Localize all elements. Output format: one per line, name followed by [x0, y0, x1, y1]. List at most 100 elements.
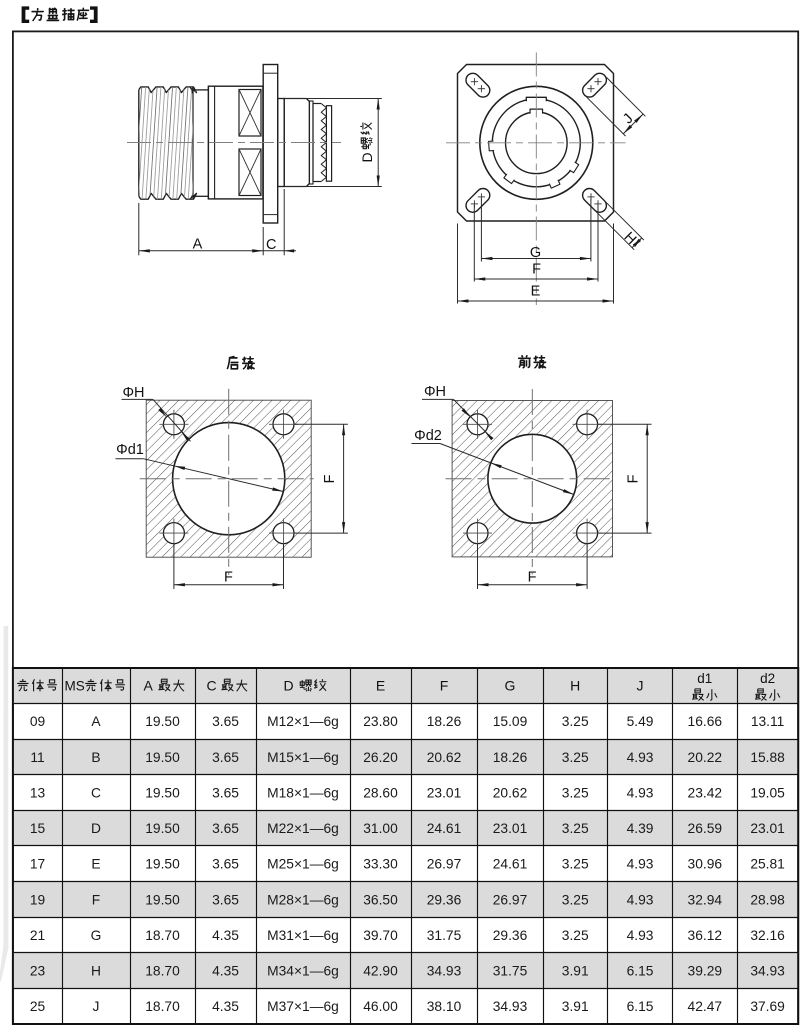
svg-text:19.50: 19.50	[145, 821, 180, 836]
svg-text:42.47: 42.47	[688, 999, 723, 1014]
svg-text:G: G	[530, 245, 541, 261]
svg-text:15: 15	[30, 821, 46, 836]
svg-text:D: D	[359, 152, 375, 162]
svg-text:3.65: 3.65	[212, 786, 239, 801]
svg-text:3.91: 3.91	[562, 999, 589, 1014]
svg-text:23.42: 23.42	[688, 786, 723, 801]
svg-text:13: 13	[30, 786, 46, 801]
svg-text:4.39: 4.39	[627, 821, 654, 836]
svg-text:19.05: 19.05	[750, 786, 785, 801]
svg-text:G: G	[505, 678, 516, 694]
svg-text:3.25: 3.25	[562, 857, 589, 872]
svg-text:C: C	[207, 678, 217, 694]
svg-text:A: A	[91, 714, 101, 729]
svg-text:6.15: 6.15	[627, 964, 654, 979]
svg-text:MS: MS	[65, 679, 85, 694]
svg-text:C: C	[91, 786, 101, 801]
svg-text:M31×1—6g: M31×1—6g	[267, 928, 339, 943]
svg-text:15.88: 15.88	[750, 750, 785, 765]
svg-text:3.25: 3.25	[562, 892, 589, 907]
svg-text:20.22: 20.22	[688, 750, 723, 765]
svg-text:34.93: 34.93	[750, 964, 785, 979]
svg-text:3.91: 3.91	[562, 964, 589, 979]
svg-text:31.75: 31.75	[427, 928, 462, 943]
svg-text:18.70: 18.70	[145, 999, 180, 1014]
svg-text:32.16: 32.16	[750, 928, 785, 943]
svg-text:23.80: 23.80	[363, 714, 398, 729]
svg-text:25.81: 25.81	[750, 857, 785, 872]
svg-text:28.98: 28.98	[750, 892, 785, 907]
svg-text:3.65: 3.65	[212, 892, 239, 907]
svg-text:16.66: 16.66	[688, 714, 723, 729]
svg-text:17: 17	[30, 857, 45, 872]
svg-text:4.35: 4.35	[212, 999, 239, 1014]
svg-text:13.11: 13.11	[751, 714, 785, 729]
svg-text:D: D	[284, 678, 294, 694]
svg-text:G: G	[91, 928, 102, 943]
svg-text:A: A	[193, 236, 203, 252]
svg-text:26.97: 26.97	[493, 892, 528, 907]
svg-text:29.36: 29.36	[427, 892, 462, 907]
svg-text:36.12: 36.12	[688, 928, 723, 943]
svg-text:M34×1—6g: M34×1—6g	[267, 964, 339, 979]
svg-text:3.25: 3.25	[562, 821, 589, 836]
svg-text:E: E	[376, 678, 385, 694]
svg-text:26.20: 26.20	[363, 750, 398, 765]
svg-text:F: F	[440, 678, 449, 694]
svg-text:4.93: 4.93	[627, 892, 654, 907]
svg-text:M37×1—6g: M37×1—6g	[267, 999, 339, 1014]
svg-text:3.25: 3.25	[562, 928, 589, 943]
svg-text:19.50: 19.50	[145, 786, 180, 801]
svg-text:38.10: 38.10	[427, 999, 462, 1014]
svg-text:E: E	[91, 857, 100, 872]
svg-text:42.90: 42.90	[363, 964, 398, 979]
svg-text:19.50: 19.50	[145, 750, 180, 765]
svg-text:46.00: 46.00	[363, 999, 398, 1014]
svg-text:ΦH: ΦH	[122, 385, 144, 401]
svg-text:M15×1—6g: M15×1—6g	[267, 750, 339, 765]
svg-text:20.62: 20.62	[427, 750, 462, 765]
svg-text:37.69: 37.69	[750, 999, 785, 1014]
svg-text:J: J	[93, 999, 100, 1014]
svg-text:28.60: 28.60	[363, 786, 398, 801]
svg-text:34.93: 34.93	[427, 964, 462, 979]
svg-text:3.65: 3.65	[212, 857, 239, 872]
svg-text:M25×1—6g: M25×1—6g	[267, 857, 339, 872]
svg-text:E: E	[531, 284, 541, 300]
svg-text:18.70: 18.70	[145, 964, 180, 979]
svg-text:4.93: 4.93	[627, 928, 654, 943]
svg-text:18.26: 18.26	[427, 714, 462, 729]
svg-text:15.09: 15.09	[493, 714, 528, 729]
svg-text:18.26: 18.26	[493, 750, 528, 765]
svg-text:21: 21	[30, 928, 45, 943]
svg-text:24.61: 24.61	[427, 821, 462, 836]
svg-text:3.25: 3.25	[562, 750, 589, 765]
svg-text:d2: d2	[760, 671, 775, 686]
svg-text:36.50: 36.50	[363, 892, 398, 907]
svg-text:4.35: 4.35	[212, 964, 239, 979]
svg-text:H: H	[570, 678, 580, 694]
svg-text:26.59: 26.59	[688, 821, 723, 836]
svg-text:23.01: 23.01	[750, 821, 785, 836]
svg-text:M28×1—6g: M28×1—6g	[267, 892, 339, 907]
svg-text:39.29: 39.29	[688, 964, 723, 979]
svg-text:J: J	[637, 678, 644, 694]
svg-text:39.70: 39.70	[363, 928, 398, 943]
svg-text:F: F	[92, 892, 100, 907]
svg-text:M12×1—6g: M12×1—6g	[267, 714, 339, 729]
svg-text:3.25: 3.25	[562, 786, 589, 801]
svg-text:11: 11	[30, 750, 44, 765]
svg-text:31.00: 31.00	[363, 821, 398, 836]
svg-text:24.61: 24.61	[493, 857, 528, 872]
svg-text:26.97: 26.97	[427, 857, 462, 872]
svg-text:3.65: 3.65	[212, 821, 239, 836]
svg-text:34.93: 34.93	[493, 999, 528, 1014]
svg-text:6.15: 6.15	[627, 999, 654, 1014]
svg-text:C: C	[266, 237, 276, 253]
svg-text:F: F	[224, 569, 233, 585]
svg-text:31.75: 31.75	[493, 964, 528, 979]
svg-text:19.50: 19.50	[145, 892, 180, 907]
svg-text:3.25: 3.25	[562, 714, 589, 729]
svg-text:4.93: 4.93	[627, 750, 654, 765]
svg-text:F: F	[626, 474, 642, 483]
